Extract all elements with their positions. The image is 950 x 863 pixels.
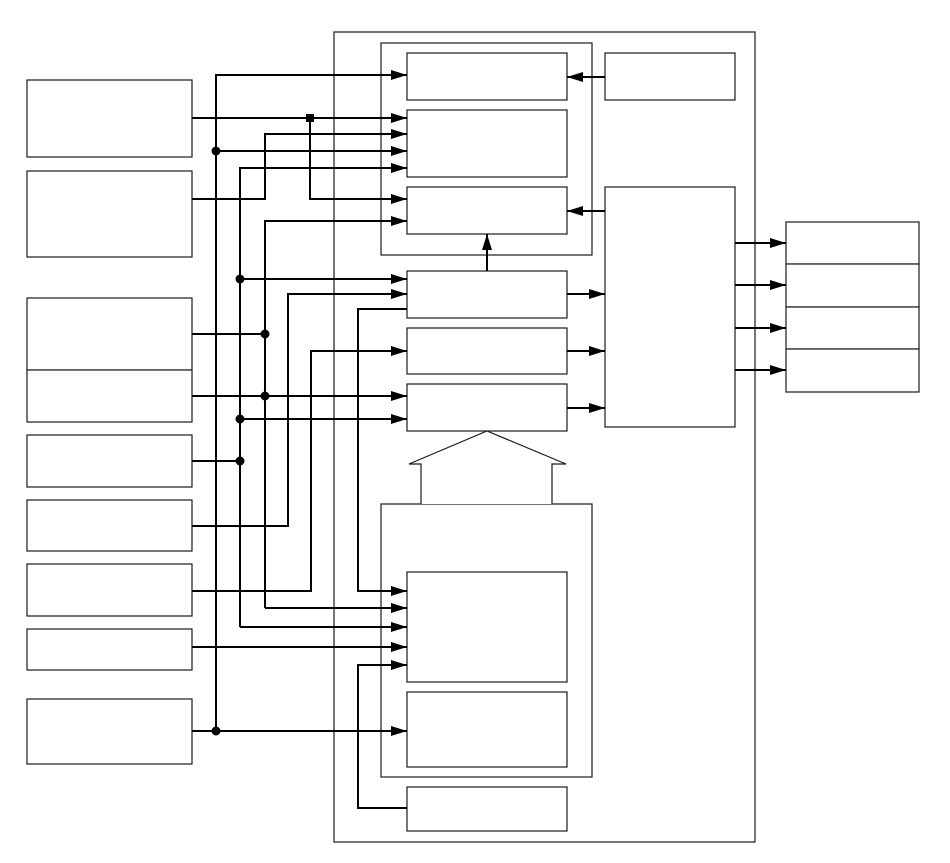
output-block-3 <box>785 306 920 350</box>
inner-block-g <box>406 571 568 683</box>
junction-dot <box>260 391 270 401</box>
connection-wires <box>192 70 786 809</box>
inner-block-c <box>406 186 568 235</box>
main-module-frame <box>333 31 756 843</box>
input-block-7 <box>26 563 193 617</box>
junction-dot <box>235 414 245 424</box>
output-block-1 <box>785 221 920 265</box>
wire-in6-to-d2 <box>192 289 407 527</box>
inner-blocks <box>406 52 736 832</box>
inner-block-d <box>406 270 568 319</box>
wire-in2-to-b2 <box>192 129 407 200</box>
inner-block-i <box>406 786 568 832</box>
junction-dot <box>235 456 245 466</box>
input-block-9 <box>26 698 193 765</box>
input-block-5 <box>26 434 193 488</box>
inner-block-b <box>406 109 568 178</box>
output-block-2 <box>785 263 920 308</box>
output-blocks <box>785 221 920 393</box>
junction-dot <box>235 274 245 284</box>
output-block-4 <box>785 348 920 393</box>
inner-block-h <box>406 691 568 768</box>
inner-block-a <box>406 52 568 101</box>
wire-d-to-g1 <box>357 308 407 596</box>
junction-dot <box>211 726 221 736</box>
wire-i-to-g5 <box>357 660 407 809</box>
junction-dot <box>260 329 270 339</box>
junction-dot <box>211 146 221 156</box>
wire-in1-to-c1 <box>309 118 407 204</box>
side-block-top <box>604 52 736 101</box>
bus-arrow <box>408 430 567 504</box>
input-block-1 <box>26 79 193 158</box>
wire-in7-to-e <box>192 346 407 592</box>
junction-dots <box>211 114 314 736</box>
input-block-6 <box>26 499 193 552</box>
input-block-8 <box>26 628 193 671</box>
junction-dot <box>306 114 314 122</box>
wire-bus-265 <box>264 216 407 608</box>
central-processor-block <box>604 186 736 428</box>
input-block-2 <box>26 170 193 258</box>
inner-block-f <box>406 383 568 432</box>
wire-bus-216 <box>215 70 407 731</box>
input-blocks <box>26 79 193 765</box>
input-block-4 <box>26 369 193 423</box>
inner-block-e <box>406 327 568 375</box>
input-block-3 <box>26 297 193 371</box>
wire-bus-240 <box>239 163 407 627</box>
